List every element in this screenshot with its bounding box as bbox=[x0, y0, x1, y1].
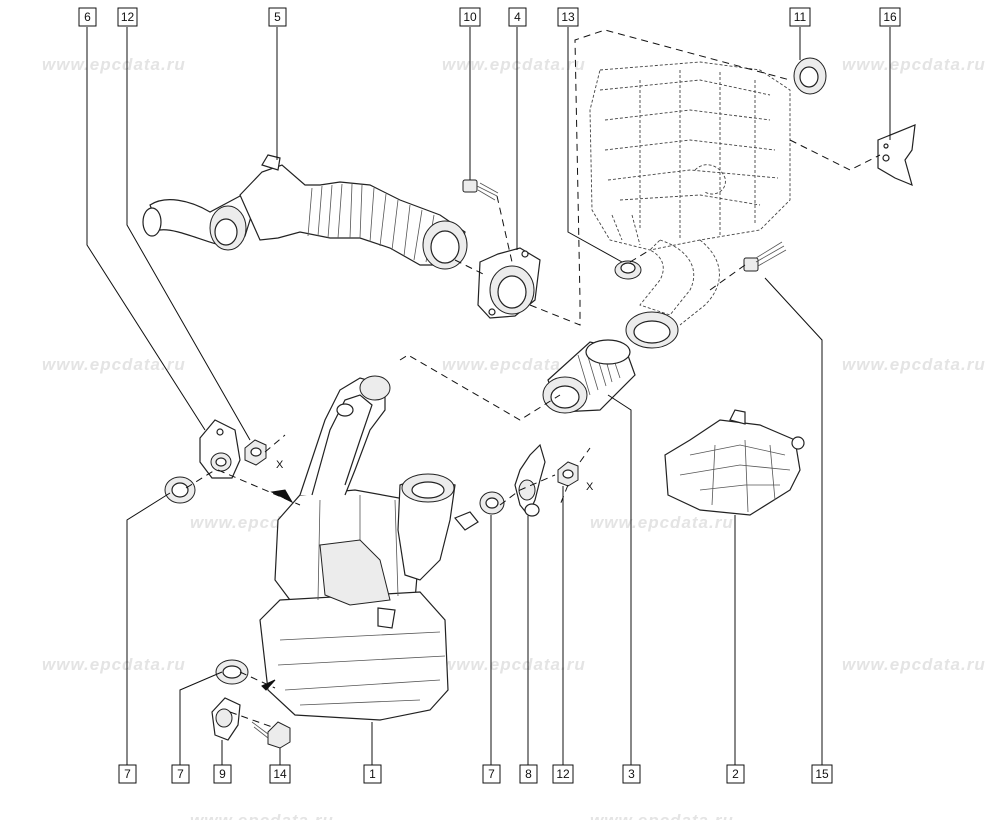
leader-lines bbox=[86, 27, 891, 765]
bolt-10 bbox=[462, 179, 499, 201]
watermark: www.epcdata.ru bbox=[842, 355, 986, 374]
flange-4 bbox=[477, 247, 541, 319]
watermark: www.epcdata.ru bbox=[42, 355, 186, 374]
callout-7[interactable]: 7 bbox=[118, 764, 137, 784]
callout-16[interactable]: 16 bbox=[879, 7, 901, 27]
callout-7[interactable]: 7 bbox=[482, 764, 501, 784]
x-mark: X bbox=[276, 459, 284, 471]
svg-text:6: 6 bbox=[84, 10, 91, 24]
watermark: www.epcdata.ru bbox=[842, 655, 986, 674]
callout-8[interactable]: 8 bbox=[519, 764, 538, 784]
grommet-7-lower bbox=[215, 659, 249, 685]
svg-text:1: 1 bbox=[369, 767, 376, 781]
engine-outline bbox=[589, 61, 791, 251]
watermark: www.epcdata.ru bbox=[442, 355, 586, 374]
watermark: www.epcdata.ru bbox=[442, 55, 586, 74]
svg-text:12: 12 bbox=[556, 767, 570, 781]
svg-text:15: 15 bbox=[815, 767, 829, 781]
svg-text:16: 16 bbox=[883, 10, 897, 24]
bracket-16 bbox=[877, 124, 916, 187]
bolt-14 bbox=[251, 721, 291, 749]
callout-13[interactable]: 13 bbox=[557, 7, 579, 27]
air-filter-housing-1 bbox=[259, 375, 479, 721]
grommet-13 bbox=[614, 260, 642, 280]
svg-text:12: 12 bbox=[121, 10, 135, 24]
callout-5[interactable]: 5 bbox=[268, 7, 287, 27]
svg-text:11: 11 bbox=[794, 10, 807, 24]
svg-text:9: 9 bbox=[219, 767, 226, 781]
watermarks: www.epcdata.ru www.epcdata.ru www.epcdat… bbox=[42, 55, 986, 820]
svg-text:8: 8 bbox=[525, 767, 532, 781]
svg-text:7: 7 bbox=[124, 767, 131, 781]
callout-7[interactable]: 7 bbox=[171, 764, 190, 784]
callout-boxes: 6 12 5 10 4 13 11 16 bbox=[78, 7, 901, 784]
svg-text:14: 14 bbox=[273, 767, 287, 781]
callout-6[interactable]: 6 bbox=[78, 7, 97, 27]
svg-text:3: 3 bbox=[628, 767, 635, 781]
watermark: www.epcdata.ru bbox=[190, 811, 334, 820]
callout-1[interactable]: 1 bbox=[363, 764, 382, 784]
callout-2[interactable]: 2 bbox=[726, 764, 745, 784]
nut-12-right bbox=[557, 461, 579, 487]
callout-14[interactable]: 14 bbox=[269, 764, 291, 784]
bolt-15 bbox=[743, 241, 787, 272]
svg-text:7: 7 bbox=[177, 767, 184, 781]
x-mark: X bbox=[586, 481, 594, 493]
nut-12-left bbox=[244, 439, 267, 466]
svg-text:4: 4 bbox=[514, 10, 521, 24]
cover-2 bbox=[664, 409, 805, 516]
callout-4[interactable]: 4 bbox=[508, 7, 527, 27]
watermark: www.epcdata.ru bbox=[42, 655, 186, 674]
callout-15[interactable]: 15 bbox=[811, 764, 833, 784]
watermark: www.epcdata.ru bbox=[590, 811, 734, 820]
sleeve-3 bbox=[542, 339, 636, 414]
engine-duct-outline bbox=[625, 239, 720, 349]
watermark: www.epcdata.ru bbox=[590, 513, 734, 532]
watermark: www.epcdata.ru bbox=[442, 655, 586, 674]
callout-10[interactable]: 10 bbox=[459, 7, 481, 27]
callout-3[interactable]: 3 bbox=[622, 764, 641, 784]
grommet-11 bbox=[793, 57, 827, 95]
watermark: www.epcdata.ru bbox=[42, 55, 186, 74]
svg-text:13: 13 bbox=[561, 10, 575, 24]
svg-text:2: 2 bbox=[732, 767, 739, 781]
callout-9[interactable]: 9 bbox=[213, 764, 232, 784]
callout-12[interactable]: 12 bbox=[552, 764, 574, 784]
bracket-6 bbox=[199, 419, 241, 479]
callout-11[interactable]: 11 bbox=[789, 7, 811, 27]
grommet-7-center bbox=[479, 491, 505, 515]
intake-hose bbox=[142, 154, 468, 270]
svg-text:7: 7 bbox=[488, 767, 495, 781]
watermark: www.epcdata.ru bbox=[842, 55, 986, 74]
bracket-9 bbox=[211, 697, 241, 741]
svg-text:10: 10 bbox=[463, 10, 477, 24]
callout-12[interactable]: 12 bbox=[117, 7, 138, 27]
grommet-7-left bbox=[164, 476, 196, 504]
assembly-lines: X X bbox=[185, 29, 881, 729]
svg-text:5: 5 bbox=[274, 10, 281, 24]
bracket-8 bbox=[514, 443, 546, 517]
